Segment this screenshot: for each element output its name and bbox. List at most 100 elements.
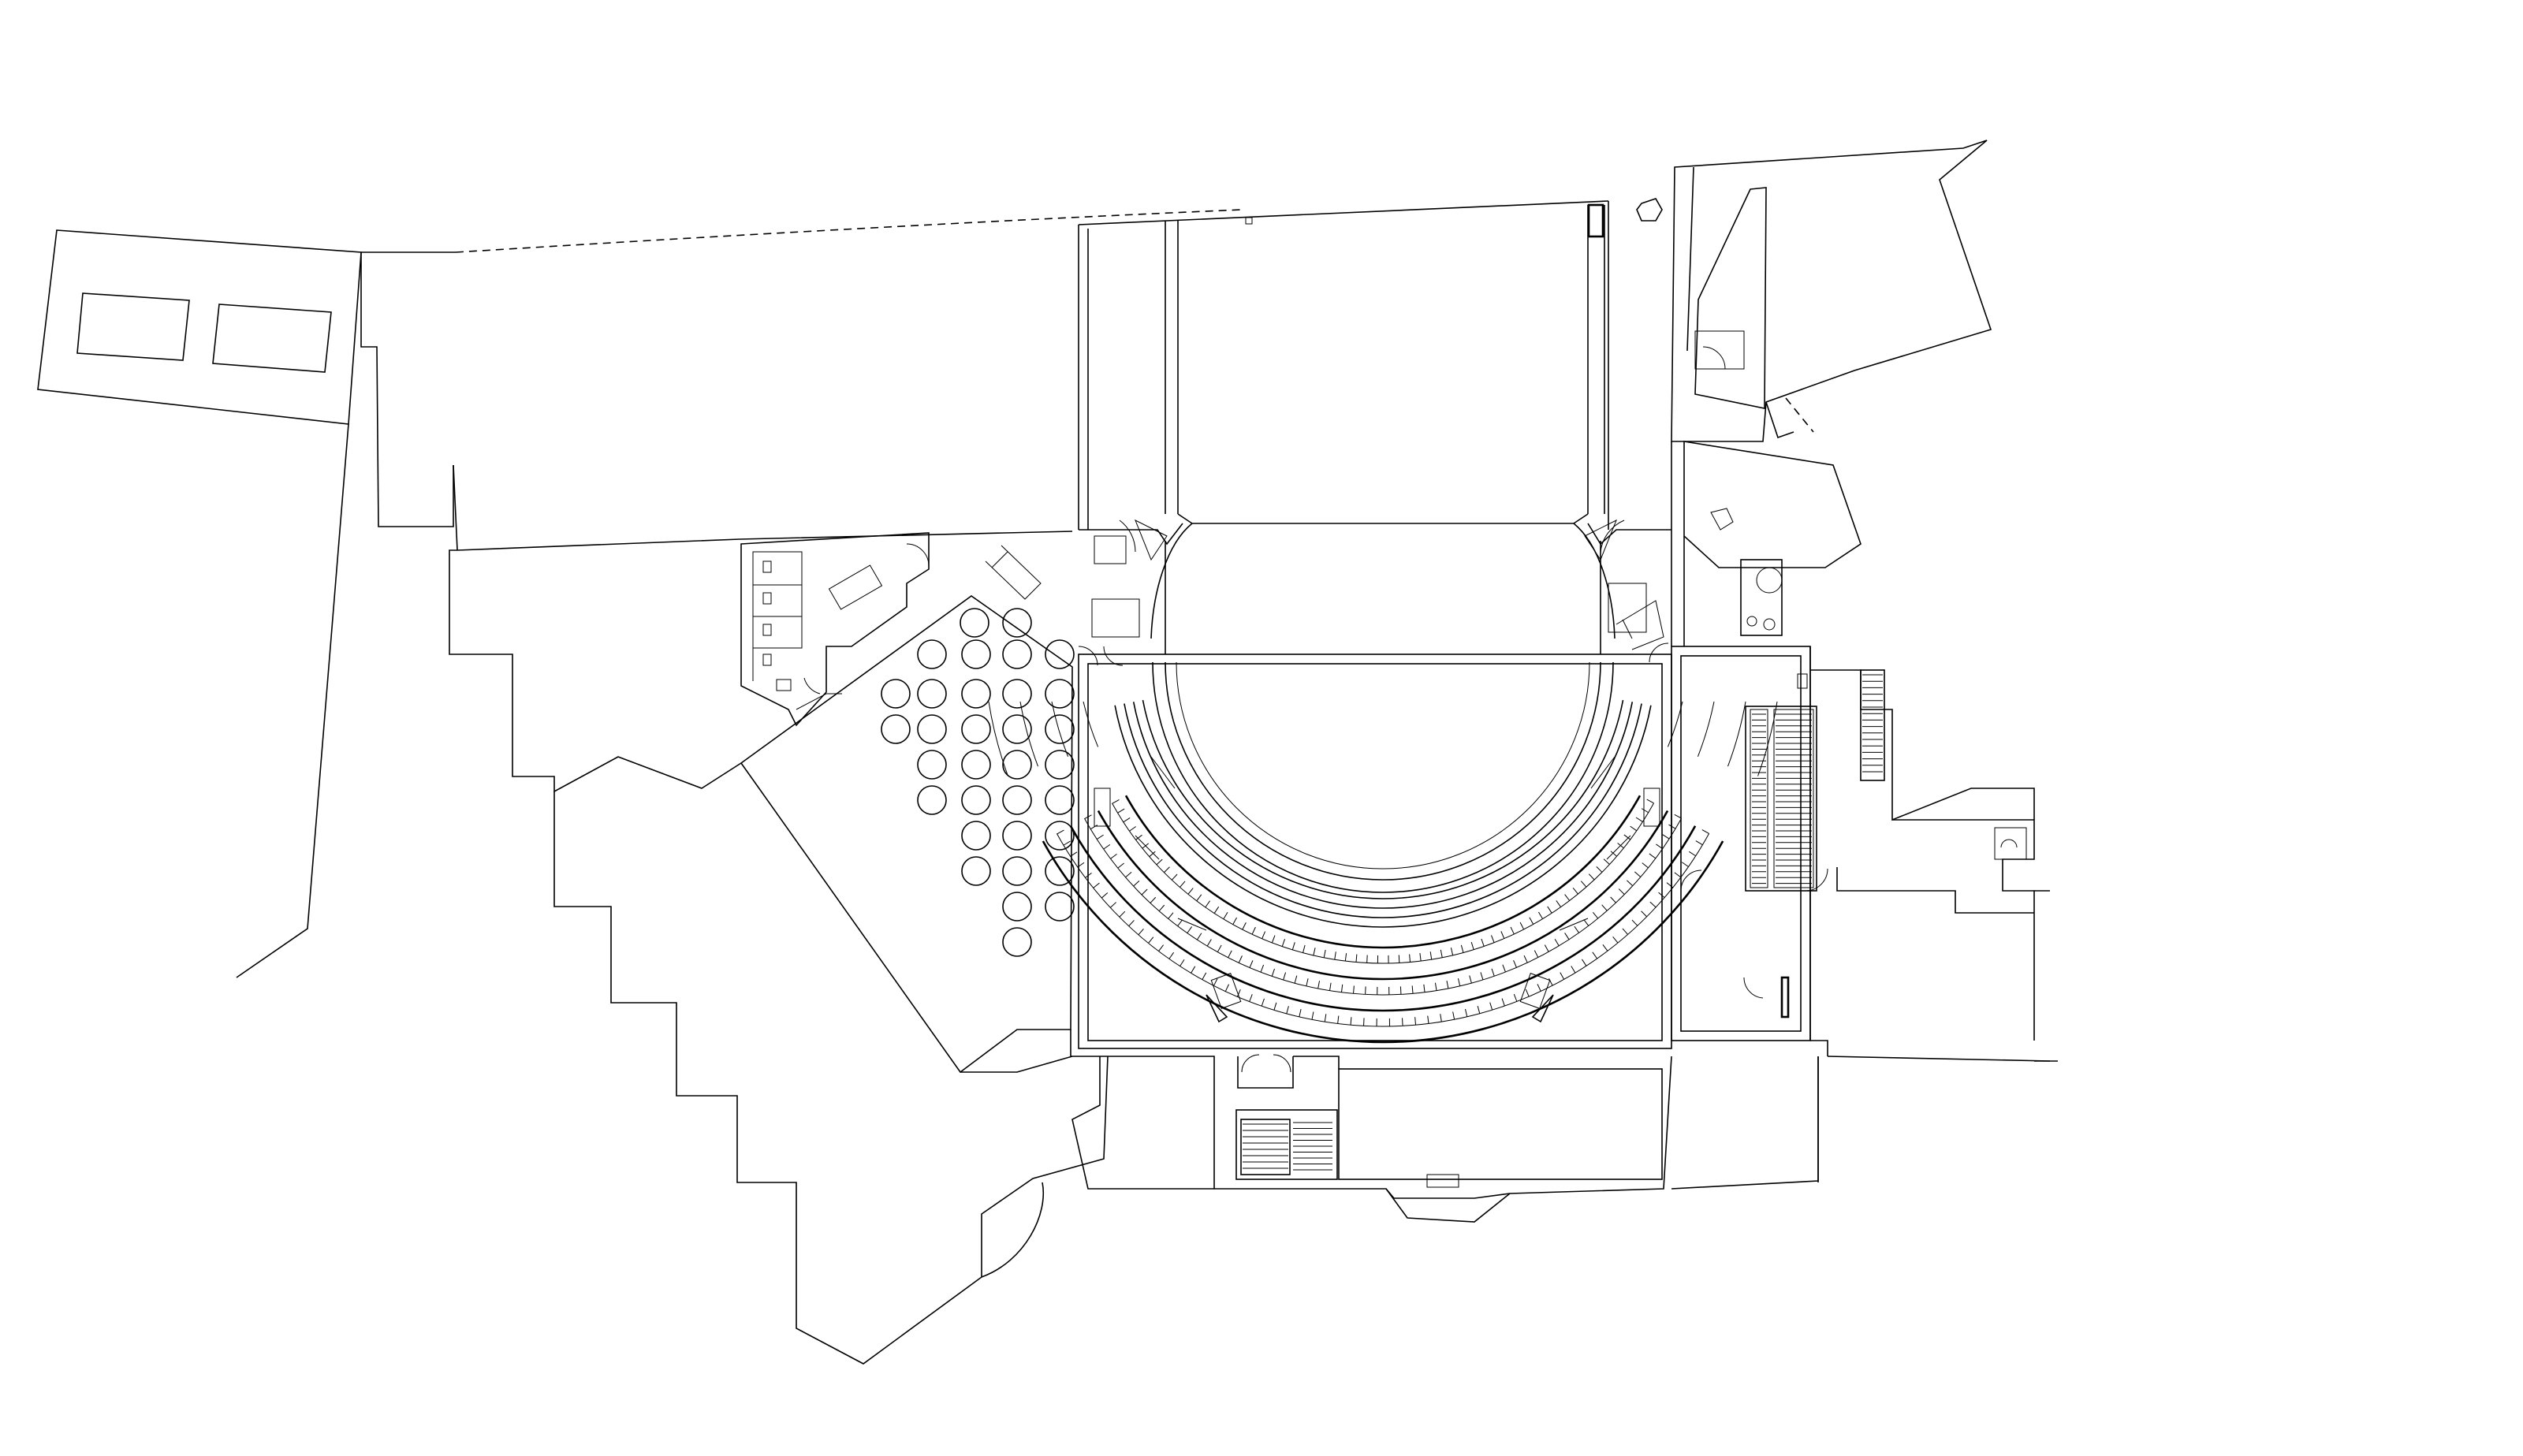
seat bbox=[1306, 978, 1309, 987]
cafe-table bbox=[961, 856, 991, 886]
seat bbox=[1440, 1014, 1442, 1022]
cafe-table bbox=[1002, 679, 1032, 709]
seat bbox=[1363, 1018, 1365, 1026]
seat bbox=[1299, 1009, 1302, 1018]
seat bbox=[1477, 1005, 1481, 1014]
seat bbox=[1452, 1011, 1455, 1020]
seat bbox=[1156, 858, 1163, 866]
seat-row bbox=[1132, 702, 1634, 909]
seat-row bbox=[1142, 699, 1624, 899]
seat bbox=[1582, 959, 1587, 966]
cafe-table bbox=[917, 750, 947, 780]
aisle bbox=[1150, 756, 1176, 789]
seat bbox=[1564, 894, 1571, 901]
aisle bbox=[1590, 756, 1616, 789]
seat bbox=[1260, 964, 1265, 973]
cafe-table bbox=[961, 714, 991, 744]
seat-row bbox=[1056, 833, 1710, 1027]
cafe-table bbox=[1002, 821, 1032, 851]
seat bbox=[1602, 944, 1608, 951]
seat bbox=[1294, 975, 1298, 984]
cafe-table bbox=[881, 679, 911, 709]
seat bbox=[1491, 968, 1495, 977]
side-seat-row bbox=[988, 701, 1008, 776]
seat bbox=[1525, 989, 1530, 997]
cafe-table bbox=[961, 639, 991, 669]
seat bbox=[1236, 989, 1241, 997]
seat bbox=[1196, 933, 1202, 940]
stepped-south-west-zone bbox=[449, 549, 1109, 1365]
auditorium bbox=[988, 654, 1778, 1049]
restroom-block bbox=[740, 532, 930, 727]
seat bbox=[1291, 942, 1295, 951]
seat bbox=[1627, 880, 1634, 887]
seat bbox=[1450, 947, 1454, 955]
stage-and-apron bbox=[985, 519, 1671, 893]
seat-rows bbox=[988, 699, 1778, 1044]
seat bbox=[1480, 972, 1484, 981]
seat bbox=[1191, 966, 1196, 974]
seat bbox=[1501, 998, 1505, 1007]
seat bbox=[1513, 993, 1518, 1002]
seat bbox=[1249, 994, 1253, 1002]
seat bbox=[1262, 931, 1266, 939]
side-seat-row bbox=[1697, 701, 1715, 757]
seat bbox=[1129, 826, 1136, 832]
seat bbox=[1460, 944, 1464, 953]
seat bbox=[1500, 931, 1505, 939]
seat bbox=[1366, 955, 1368, 963]
cafe-table bbox=[961, 785, 991, 815]
seat bbox=[1510, 926, 1515, 935]
cafe-table bbox=[917, 679, 947, 709]
lobby-stairs bbox=[1243, 1122, 1332, 1171]
side-seat-row bbox=[1667, 701, 1683, 747]
far-east-stairs bbox=[1862, 674, 1883, 773]
aisle bbox=[1559, 918, 1589, 931]
seat bbox=[1610, 896, 1616, 903]
seat bbox=[1164, 866, 1170, 873]
seat bbox=[1427, 1015, 1429, 1024]
seat bbox=[1656, 843, 1663, 850]
side-seat-row bbox=[1051, 701, 1069, 757]
seat bbox=[1465, 1008, 1468, 1017]
seat bbox=[1101, 892, 1109, 899]
far-east-block bbox=[1671, 669, 2051, 1190]
seat bbox=[1409, 954, 1411, 963]
seat bbox=[1399, 986, 1402, 995]
seat bbox=[1180, 881, 1186, 888]
site-boundary bbox=[1817, 1056, 2058, 1182]
seat-row bbox=[1114, 705, 1652, 928]
seat bbox=[1273, 1002, 1277, 1011]
seat-row bbox=[1124, 795, 1642, 949]
cafe-foyer bbox=[740, 595, 1075, 1074]
seat bbox=[1588, 873, 1595, 881]
seat bbox=[1149, 851, 1156, 858]
side-seat-row bbox=[1083, 701, 1099, 747]
seat bbox=[1534, 950, 1539, 958]
cafe-table bbox=[1002, 892, 1032, 922]
seat bbox=[1623, 834, 1631, 840]
cafe-tables bbox=[881, 608, 1075, 957]
seat bbox=[1440, 949, 1443, 958]
seat bbox=[1093, 882, 1100, 888]
seat bbox=[1556, 900, 1561, 907]
seat bbox=[1251, 926, 1256, 935]
aisle bbox=[1177, 918, 1207, 931]
seat bbox=[1538, 911, 1544, 919]
seat-row bbox=[1124, 703, 1642, 918]
seat bbox=[1313, 948, 1316, 956]
cafe-table bbox=[1045, 639, 1075, 669]
seat bbox=[1689, 851, 1696, 857]
seat bbox=[1580, 881, 1587, 888]
seat bbox=[1674, 872, 1682, 878]
seat bbox=[1572, 887, 1578, 895]
cafe-table bbox=[961, 679, 991, 709]
seat bbox=[1603, 858, 1610, 865]
seat bbox=[1344, 953, 1347, 962]
seat bbox=[1281, 938, 1286, 947]
seat bbox=[1213, 978, 1218, 986]
annex-room-left bbox=[76, 292, 190, 361]
seat bbox=[1077, 862, 1085, 868]
seat bbox=[1324, 1014, 1327, 1022]
seat bbox=[1642, 862, 1649, 869]
